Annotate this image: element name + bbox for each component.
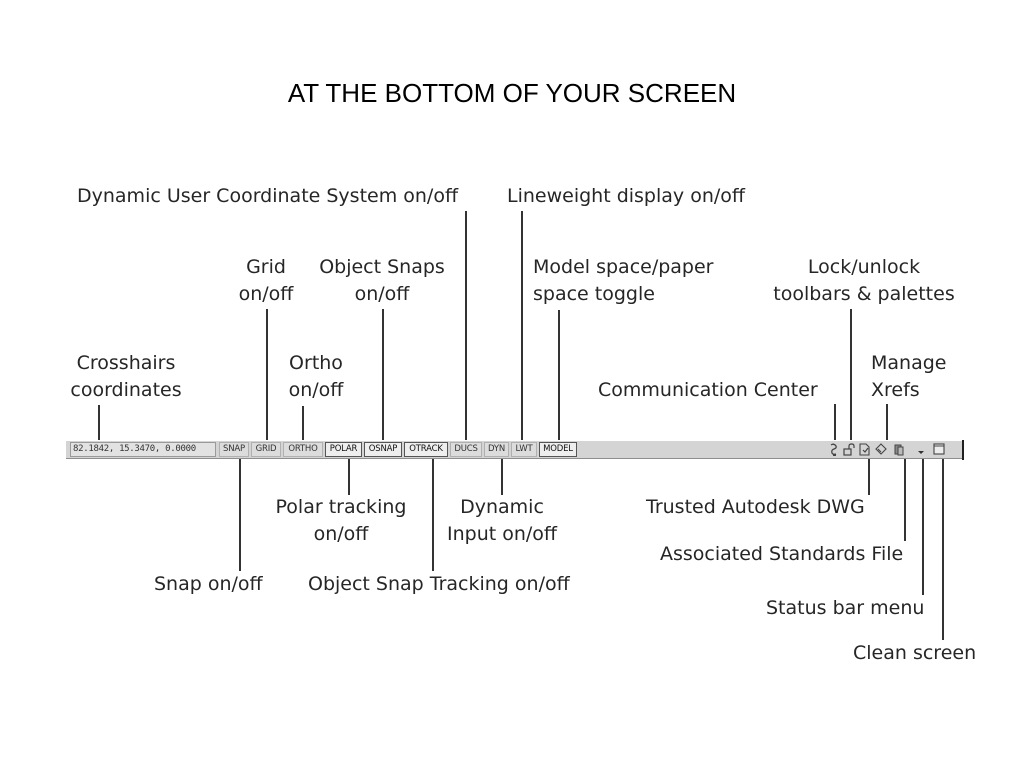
- leader-ducs: [465, 211, 467, 441]
- callout-status-bar-menu-text: Status bar menu: [766, 597, 925, 619]
- callout-ortho-line2: on/off: [288, 379, 344, 401]
- callout-status-bar-menu: Status bar menu: [766, 595, 924, 622]
- grid-button[interactable]: GRID: [251, 442, 281, 457]
- callout-lock-unlock: Lock/unlock toolbars & palettes: [764, 254, 964, 308]
- callout-crosshairs-line2: coordinates: [70, 379, 182, 401]
- callout-snap: Snap on/off: [154, 571, 263, 598]
- callout-ducs: Dynamic User Coordinate System on/off: [77, 183, 458, 210]
- leader-clean-screen: [942, 459, 944, 640]
- callout-polar-tracking-line1: Polar tracking: [275, 496, 407, 518]
- leader-crosshairs: [98, 405, 100, 441]
- communication-center-icon[interactable]: [828, 443, 840, 456]
- standards-icon[interactable]: [875, 443, 887, 456]
- trusted-dwg-icon[interactable]: [859, 443, 871, 456]
- callout-lineweight-text: Lineweight display on/off: [507, 185, 745, 207]
- callout-ortho: Ortho on/off: [280, 350, 352, 404]
- leader-manage-xrefs: [886, 404, 888, 441]
- callout-manage-xrefs-line2: Xrefs: [871, 379, 920, 401]
- callout-lock-unlock-line1: Lock/unlock: [807, 256, 921, 278]
- clean-screen-icon[interactable]: [933, 443, 945, 456]
- callout-manage-xrefs: Manage Xrefs: [871, 350, 946, 404]
- status-bar-end-cap: [962, 440, 964, 460]
- callout-model-space: Model space/paper space toggle: [533, 254, 714, 308]
- ortho-button[interactable]: ORTHO: [283, 442, 323, 457]
- callout-lineweight: Lineweight display on/off: [507, 183, 745, 210]
- callout-standards-file-text: Associated Standards File: [660, 543, 904, 565]
- callout-trusted-dwg: Trusted Autodesk DWG: [646, 494, 865, 521]
- model-button[interactable]: MODEL: [539, 442, 577, 457]
- callout-polar-tracking: Polar tracking on/off: [266, 494, 416, 548]
- lwt-button[interactable]: LWT: [511, 442, 537, 457]
- leader-polar-tracking: [348, 459, 350, 495]
- callout-dynamic-input-line1: Dynamic: [460, 496, 544, 518]
- callout-grid-line1: Grid: [246, 256, 286, 278]
- leader-snap: [239, 459, 241, 571]
- lock-icon[interactable]: [843, 443, 855, 456]
- otrack-button[interactable]: OTRACK: [404, 442, 448, 457]
- osnap-button[interactable]: OSNAP: [364, 442, 402, 457]
- callout-clean-screen-text: Clean screen: [853, 642, 977, 664]
- callout-polar-tracking-line2: on/off: [313, 523, 369, 545]
- callout-ortho-line1: Ortho: [289, 352, 343, 374]
- leader-lineweight: [521, 211, 523, 441]
- leader-standards-file: [904, 459, 906, 541]
- callout-dynamic-input-line2: Input on/off: [446, 523, 558, 545]
- snap-button[interactable]: SNAP: [219, 442, 249, 457]
- callout-standards-file: Associated Standards File: [660, 541, 903, 568]
- callout-trusted-dwg-text: Trusted Autodesk DWG: [646, 496, 865, 518]
- callout-object-snaps: Object Snaps on/off: [312, 254, 452, 308]
- callout-dynamic-input: Dynamic Input on/off: [436, 494, 568, 548]
- leader-ortho: [302, 406, 304, 441]
- coordinates-readout[interactable]: 82.1842, 15.3470, 0.0000: [70, 442, 216, 457]
- leader-object-snap-tracking: [432, 459, 434, 571]
- leader-trusted-dwg: [868, 459, 870, 495]
- leader-lock-unlock: [850, 309, 852, 441]
- callout-object-snap-tracking-text: Object Snap Tracking on/off: [308, 573, 570, 595]
- callout-ducs-text: Dynamic User Coordinate System on/off: [77, 185, 459, 207]
- leader-communication-center: [834, 404, 836, 441]
- dyn-button[interactable]: DYN: [484, 442, 509, 457]
- callout-object-snaps-line1: Object Snaps: [319, 256, 445, 278]
- callout-communication-center-text: Communication Center: [598, 379, 818, 401]
- slide-title: AT THE BOTTOM OF YOUR SCREEN: [287, 78, 737, 108]
- callout-model-space-line1: Model space/paper: [533, 256, 714, 278]
- callout-crosshairs: Crosshairs coordinates: [62, 350, 190, 404]
- leader-object-snaps: [382, 309, 384, 441]
- callout-crosshairs-line1: Crosshairs: [76, 352, 176, 374]
- status-bar-menu-icon[interactable]: [915, 443, 927, 456]
- callout-object-snaps-line2: on/off: [354, 283, 410, 305]
- leader-model-space: [558, 310, 560, 441]
- callout-grid: Grid on/off: [228, 254, 304, 308]
- ducs-button[interactable]: DUCS: [450, 442, 482, 457]
- callout-manage-xrefs-line1: Manage: [871, 352, 947, 374]
- callout-lock-unlock-line2: toolbars & palettes: [773, 283, 955, 305]
- callout-object-snap-tracking: Object Snap Tracking on/off: [308, 571, 570, 598]
- leader-grid: [266, 309, 268, 441]
- leader-dynamic-input: [501, 459, 503, 495]
- polar-button[interactable]: POLAR: [325, 442, 362, 457]
- callout-clean-screen: Clean screen: [853, 640, 976, 667]
- xref-icon[interactable]: [893, 443, 905, 456]
- callout-communication-center: Communication Center: [598, 377, 818, 404]
- callout-snap-text: Snap on/off: [154, 573, 263, 595]
- callout-grid-line2: on/off: [238, 283, 294, 305]
- callout-model-space-line2: space toggle: [533, 283, 655, 305]
- leader-status-bar-menu: [922, 459, 924, 595]
- status-bar: 82.1842, 15.3470, 0.0000 SNAP GRID ORTHO…: [66, 440, 964, 460]
